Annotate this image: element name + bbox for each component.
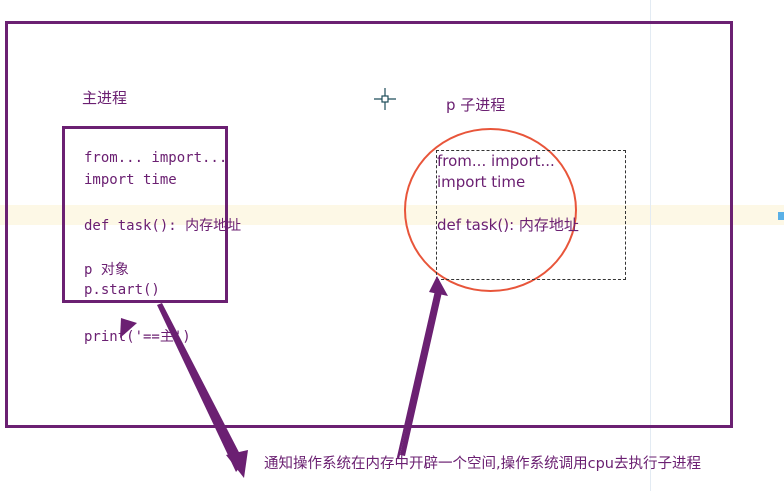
editor-margin-line [650,0,651,491]
child-code-line: import time [437,173,526,191]
main-code-line: p 对象 [84,262,129,278]
arrow-head-start-top [120,318,137,338]
arrow-head-start [226,450,248,478]
child-process-circle [404,128,577,292]
child-process-label: p 子进程 [446,96,506,114]
main-code-line: from... import... [84,150,228,166]
main-code-line: p.start() [84,282,160,298]
main-code-line: print('==主') [84,329,191,345]
child-code-line: def task(): 内存地址 [437,216,579,234]
highlighted-line [0,205,784,225]
main-process-label: 主进程 [82,89,128,107]
child-process-memory-box [436,150,626,280]
child-code-line: from... import... [437,152,555,170]
scroll-marker [778,212,784,220]
main-process-box [62,126,228,303]
diagram-outer-frame [5,21,733,428]
arrow-head-child [429,276,448,296]
main-code-line: def task(): 内存地址 [84,218,242,234]
main-code-line: import time [84,172,177,188]
arrow-to-start [157,303,244,472]
crosshair-cursor-icon [374,88,396,110]
caption-text: 通知操作系统在内存中开辟一个空间,操作系统调用cpu去执行子进程 [264,456,701,472]
